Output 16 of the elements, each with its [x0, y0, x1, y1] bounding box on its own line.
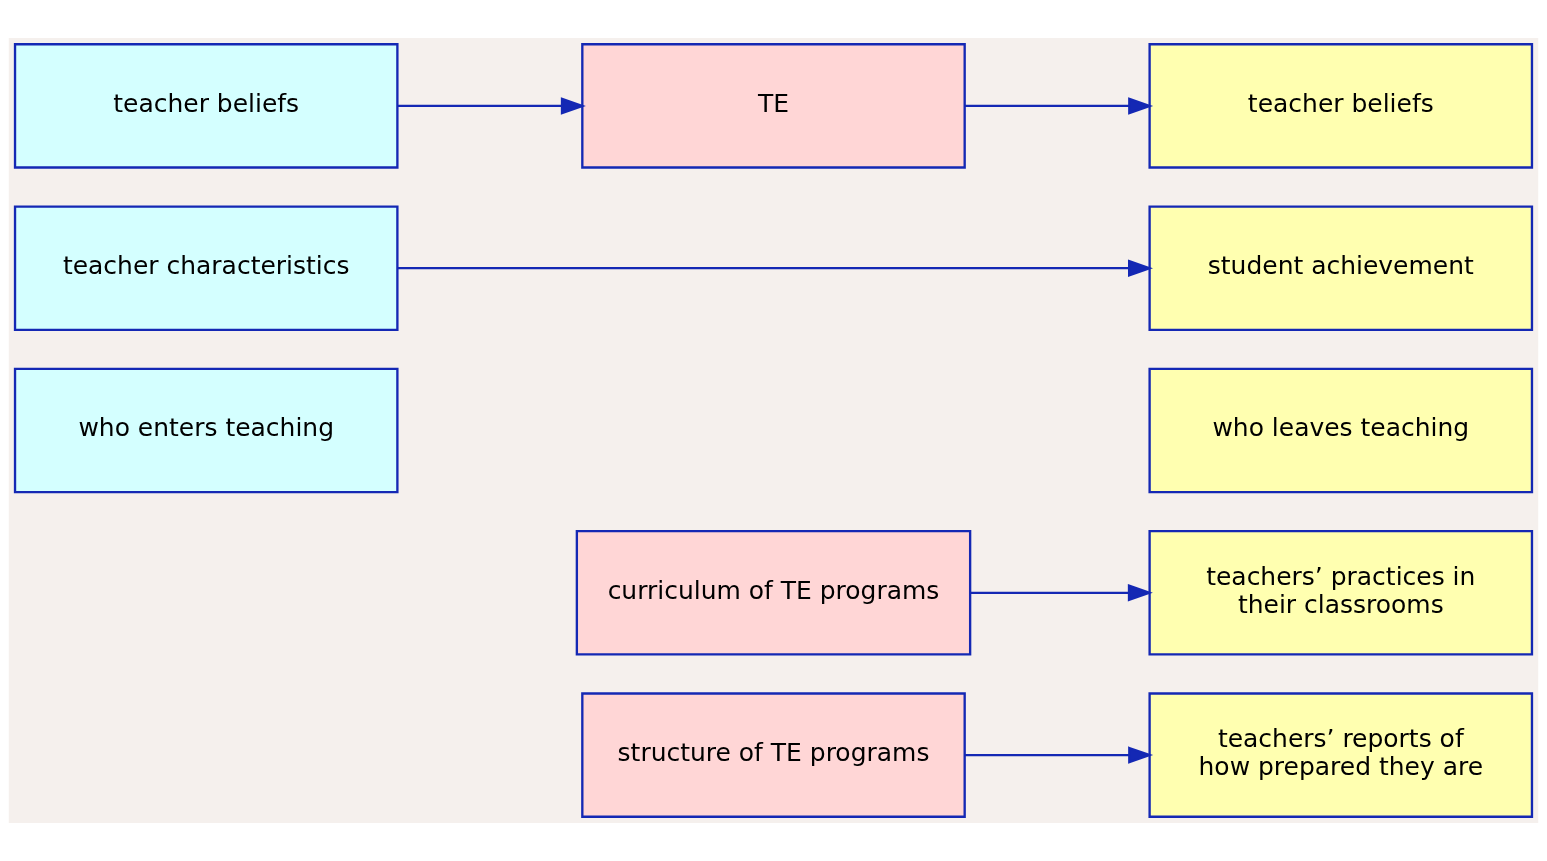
node-box: TE: [581, 43, 966, 169]
arrow: [397, 97, 586, 115]
node-box: teachers’ reports of how prepared they are: [1148, 692, 1534, 818]
node-box: teachers’ practices in their classrooms: [1148, 530, 1534, 656]
node-box: structure of TE programs: [581, 692, 966, 818]
node-box: student achievement: [1148, 205, 1534, 331]
node-box: who enters teaching: [13, 367, 399, 494]
arrow: [964, 97, 1154, 115]
node-box: teacher characteristics: [13, 205, 399, 331]
arrow: [964, 746, 1154, 764]
node-box: teacher beliefs: [13, 43, 399, 169]
arrow: [397, 259, 1153, 277]
arrow: [970, 584, 1153, 602]
node-box: teacher beliefs: [1148, 43, 1534, 169]
node-box: who leaves teaching: [1148, 367, 1534, 494]
node-box: curriculum of TE programs: [575, 530, 972, 656]
